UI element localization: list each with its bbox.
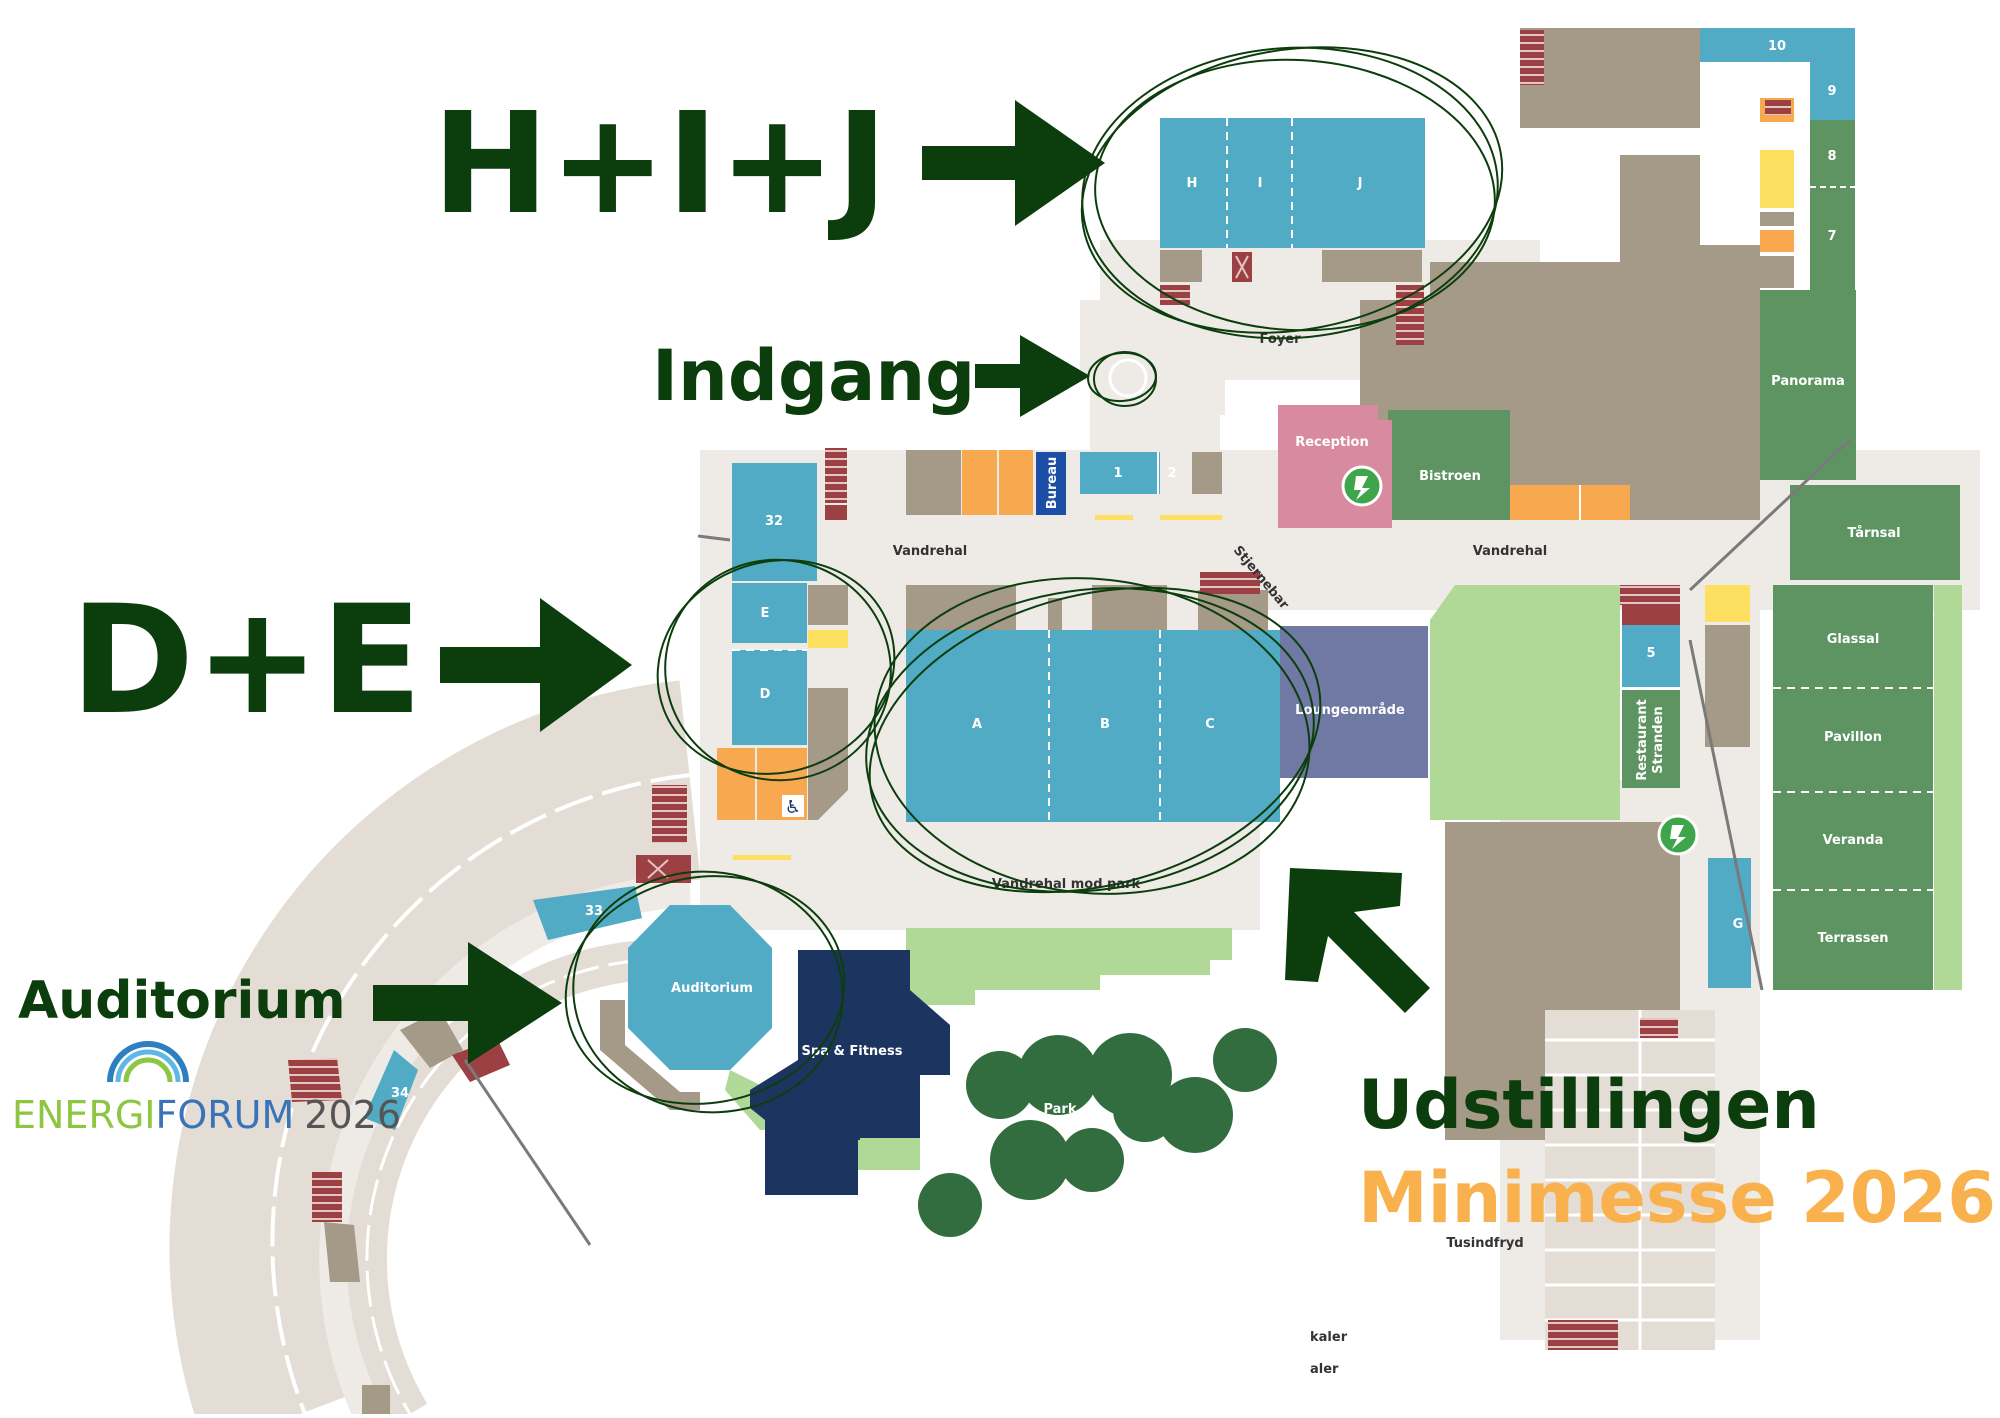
room-label-j: J xyxy=(1357,176,1363,191)
arrow-auditorium xyxy=(373,942,562,1064)
stairs xyxy=(1520,30,1544,85)
arrow-udstillingen xyxy=(1285,868,1430,1013)
room-label-glassal: Glassal xyxy=(1827,632,1880,647)
callout-auditorium: Auditorium xyxy=(18,971,346,1031)
logo-year: 2026 xyxy=(304,1093,401,1137)
arrow-indgang xyxy=(975,335,1090,417)
callout-de: D+E xyxy=(70,574,423,748)
room-label-park: Park xyxy=(1043,1102,1076,1117)
auditorium-spa xyxy=(288,785,950,1414)
room-label-foyer: Foyer xyxy=(1260,332,1302,347)
callout-minimesse: Minimesse 2026 xyxy=(1358,1157,1996,1239)
middle-top-row xyxy=(825,448,1222,520)
reception-room xyxy=(1278,405,1392,528)
callout-hij: H+I+J xyxy=(432,83,888,246)
room-label-panorama: Panorama xyxy=(1771,374,1845,389)
room-label-kaler: kaler xyxy=(1310,1330,1348,1345)
room-label-32: 32 xyxy=(765,514,783,529)
room-label-bureau: Bureau xyxy=(1045,457,1060,509)
room-label-restaurant: RestaurantStranden xyxy=(1635,699,1666,780)
restaurant-line-2: Stranden xyxy=(1651,706,1666,773)
room-label-spa: Spa & Fitness xyxy=(802,1044,903,1059)
logo-energi: ENERGI xyxy=(12,1093,156,1137)
room-label-vandrehal-left: Vandrehal xyxy=(893,544,967,559)
room-label-loungeomrade: Loungeområde xyxy=(1295,703,1405,718)
room-label-terrassen: Terrassen xyxy=(1817,931,1888,946)
room-label-reception: Reception xyxy=(1295,435,1369,450)
room-label-5: 5 xyxy=(1646,646,1655,661)
callout-indgang: Indgang xyxy=(652,335,975,417)
room-label-10: 10 xyxy=(1768,39,1786,54)
hall-hij xyxy=(1160,118,1425,345)
room-label-7: 7 xyxy=(1827,229,1836,244)
room-label-bistroen: Bistroen xyxy=(1419,469,1481,484)
callout-udstillingen: Udstillingen xyxy=(1358,1066,1820,1145)
logo-forum: FORUM xyxy=(156,1093,295,1137)
room-label-b: B xyxy=(1100,717,1110,732)
room-label-d: D xyxy=(760,687,771,702)
room-label-vandrehal-park: Vandrehal mod park xyxy=(992,877,1141,892)
room-label-2: 2 xyxy=(1167,466,1176,481)
room-label-i: I xyxy=(1258,176,1263,191)
room-label-tusindfryd: Tusindfryd xyxy=(1446,1236,1523,1251)
room-label-auditorium: Auditorium xyxy=(671,981,753,996)
callout-arrows xyxy=(373,100,1430,1064)
room-label-a: A xyxy=(972,717,982,732)
room-label-e: E xyxy=(761,606,770,621)
room-label-8: 8 xyxy=(1827,149,1836,164)
room-label-34: 34 xyxy=(391,1086,409,1101)
restaurant-line-1: Restaurant xyxy=(1635,699,1650,780)
room-label-33: 33 xyxy=(585,904,603,919)
arrow-de xyxy=(440,598,632,732)
room-label-aler: aler xyxy=(1310,1362,1339,1377)
room-label-h: H xyxy=(1187,176,1198,191)
top-right-building xyxy=(1360,28,1960,592)
room-label-vandrehal-right: Vandrehal xyxy=(1473,544,1547,559)
room-label-tarnsal: Tårnsal xyxy=(1847,526,1900,541)
right-exhibition-area xyxy=(1430,585,1962,1350)
arrow-hij xyxy=(922,100,1105,226)
entrance xyxy=(1095,305,1225,415)
room-label-veranda: Veranda xyxy=(1823,833,1884,848)
room-label-pavillon: Pavillon xyxy=(1824,730,1882,745)
room-label-g: G xyxy=(1733,917,1744,932)
room-label-9: 9 xyxy=(1827,84,1836,99)
svg-text:♿: ♿ xyxy=(785,797,801,818)
highlight-circles xyxy=(564,46,1504,1114)
room-label-c: C xyxy=(1205,717,1215,732)
room-label-1: 1 xyxy=(1113,466,1122,481)
park-area xyxy=(906,928,1277,1237)
first-aid-icon xyxy=(1341,465,1383,507)
